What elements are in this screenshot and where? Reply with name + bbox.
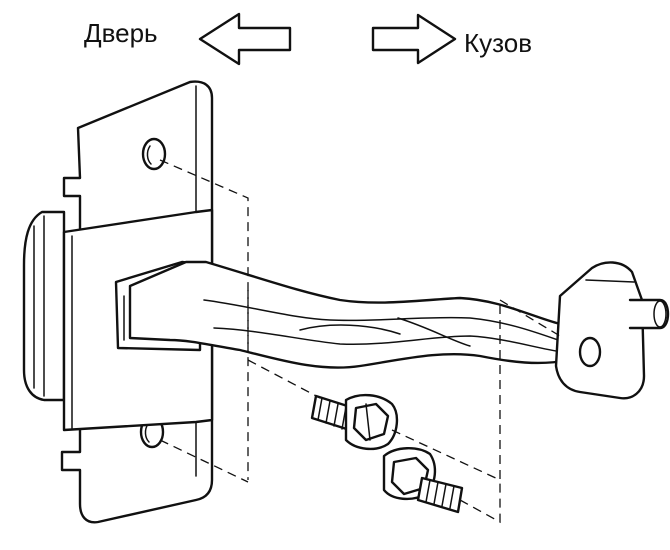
body-bracket <box>554 261 670 400</box>
right-arrow-icon <box>371 13 457 65</box>
left-arrow-icon <box>198 12 292 66</box>
upper-bolt-hole <box>141 137 167 171</box>
door-direction-label: Дверь <box>84 18 158 48</box>
lower-bolt <box>382 447 464 514</box>
body-direction-label: Кузов <box>464 28 533 58</box>
bracket-hole <box>578 336 602 368</box>
alignment-lines <box>159 159 561 524</box>
upper-bolt <box>310 393 399 451</box>
hinge-flange <box>22 210 66 402</box>
check-arm <box>128 260 570 369</box>
